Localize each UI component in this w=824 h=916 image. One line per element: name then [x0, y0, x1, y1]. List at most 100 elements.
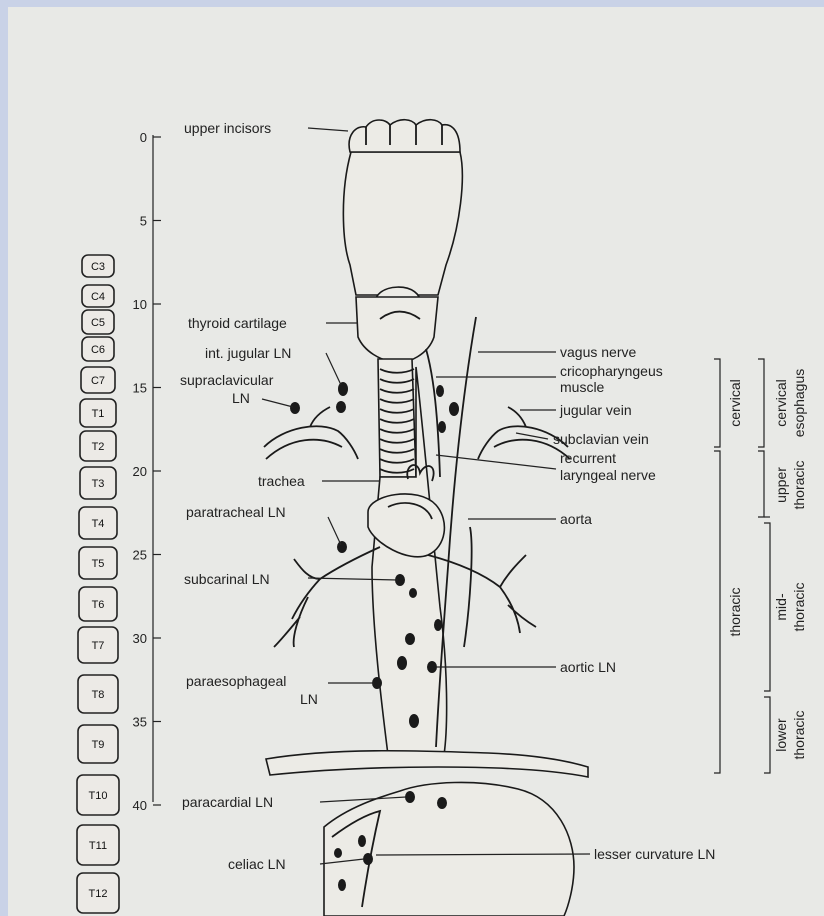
- pharynx: [343, 152, 462, 295]
- scale-tick-label: 40: [133, 798, 147, 813]
- label-laryngeal-nerve: laryngeal nerve: [560, 467, 656, 483]
- scale-tick-label: 20: [133, 464, 147, 479]
- region-mid-thoracic-1: mid-: [773, 593, 789, 621]
- diaphragm: [266, 751, 588, 777]
- vertebra-label: T10: [89, 790, 108, 802]
- bracket-cervical-esophagus: [758, 359, 764, 447]
- lymph-node: [334, 848, 342, 858]
- vertebra-label: C7: [91, 375, 105, 387]
- region-cervical-esophagus-1: cervical: [773, 379, 789, 426]
- label-paratracheal-ln: paratracheal LN: [186, 504, 286, 520]
- scale-tick-label: 25: [133, 548, 147, 563]
- aorta-edge: [464, 527, 472, 647]
- left-veins: [264, 407, 358, 459]
- vertebra-label: T1: [92, 408, 105, 420]
- label-thyroid-cartilage: thyroid cartilage: [188, 315, 287, 331]
- label-subclavian-vein: subclavian vein: [553, 431, 649, 447]
- vertebra-label: T11: [89, 840, 107, 852]
- bracket-lower-thoracic: [764, 697, 770, 773]
- label-jugular-vein: jugular vein: [559, 402, 632, 418]
- label-paraesophageal: paraesophageal: [186, 673, 286, 689]
- lymph-node: [427, 661, 437, 673]
- scale-tick-label: 35: [133, 715, 147, 730]
- scale-ticks: 0 5 10 15 20 25 30 35 40: [133, 130, 161, 813]
- scale-tick-label: 15: [133, 381, 147, 396]
- scanned-figure: C3C4C5C6C7T1T2T3T4T5T6T7T8T9T10T11T12 0 5…: [8, 7, 824, 916]
- vertebra-label: T12: [89, 888, 108, 900]
- scale-tick-label: 10: [133, 297, 147, 312]
- bracket-thoracic: [714, 451, 720, 773]
- thyroid-cartilage: [356, 297, 438, 363]
- label-supraclavicular-ln: LN: [232, 390, 250, 406]
- anatomy-drawing: [264, 120, 588, 916]
- vertebra-label: T9: [92, 739, 105, 751]
- label-vagus-nerve: vagus nerve: [560, 344, 636, 360]
- region-lower-thoracic-2: thoracic: [791, 710, 807, 759]
- label-aortic-ln: aortic LN: [560, 659, 616, 675]
- label-subcarinal-ln: subcarinal LN: [184, 571, 270, 587]
- lymph-node: [290, 402, 300, 414]
- vertebra-label: C4: [91, 291, 105, 303]
- stomach: [324, 782, 574, 916]
- scale-tick-label: 0: [140, 130, 147, 145]
- lymph-node: [397, 656, 407, 670]
- depth-scale: 0 5 10 15 20 25 30 35 40: [133, 130, 161, 813]
- bracket-upper-thoracic: [758, 451, 764, 517]
- label-paracardial-ln: paracardial LN: [182, 794, 273, 810]
- region-upper-thoracic-2: thoracic: [791, 460, 807, 509]
- lymph-node: [363, 853, 373, 865]
- right-labels: vagus nerve cricopharyngeus muscle jugul…: [553, 344, 715, 862]
- region-thoracic: thoracic: [727, 587, 743, 636]
- scale-tick-label: 30: [133, 631, 147, 646]
- scale-tick-label: 5: [140, 214, 147, 229]
- left-subclavian: [266, 440, 342, 459]
- vertebra-label: T4: [92, 518, 105, 530]
- lymph-node: [405, 633, 415, 645]
- lymph-node: [358, 835, 366, 847]
- vertebra-label: T8: [92, 689, 105, 701]
- vertebra-label: T3: [92, 478, 105, 490]
- bracket-mid-thoracic: [764, 523, 770, 691]
- vagus-nerve: [426, 349, 440, 477]
- lymph-node: [405, 791, 415, 803]
- vertebra-label: T2: [92, 441, 105, 453]
- bracket-cervical: [714, 359, 720, 447]
- vertebra-label: C3: [91, 261, 105, 273]
- lymph-node: [436, 385, 444, 397]
- lymph-node: [409, 588, 417, 598]
- lymph-node: [409, 714, 419, 728]
- trachea: [378, 359, 416, 477]
- label-supraclavicular: supraclavicular: [180, 372, 274, 388]
- region-cervical-esophagus-2: esophagus: [791, 369, 807, 438]
- lymph-node: [338, 879, 346, 891]
- vertebra-label: T5: [92, 558, 105, 570]
- region-lower-thoracic-1: lower: [773, 718, 789, 752]
- label-paraesophageal-ln: LN: [300, 691, 318, 707]
- region-cervical: cervical: [727, 379, 743, 426]
- label-aorta: aorta: [560, 511, 592, 527]
- label-lesser-curvature-ln: lesser curvature LN: [594, 846, 715, 862]
- lymph-node: [338, 382, 348, 396]
- vertebra-label: C5: [91, 317, 105, 329]
- lymph-node: [438, 421, 446, 433]
- vertebra-label: C6: [91, 344, 105, 356]
- label-upper-incisors: upper incisors: [184, 120, 271, 136]
- label-int-jugular-ln: int. jugular LN: [205, 345, 291, 361]
- region-upper-thoracic-1: upper: [773, 467, 789, 503]
- lymph-node: [449, 402, 459, 416]
- label-cricopharyngeus-muscle: muscle: [560, 379, 605, 395]
- lymph-node: [336, 401, 346, 413]
- label-trachea: trachea: [258, 473, 305, 489]
- region-brackets: cervical thoracic cervical esophagus upp…: [714, 359, 807, 773]
- region-mid-thoracic-2: thoracic: [791, 582, 807, 631]
- vertebra-label: T6: [92, 599, 105, 611]
- vertebra-label: T7: [92, 640, 105, 652]
- lymph-node: [437, 797, 447, 809]
- left-bronchus: [274, 547, 380, 647]
- lymph-node: [337, 541, 347, 553]
- lymph-node: [434, 619, 442, 631]
- label-recurrent: recurrent: [560, 450, 616, 466]
